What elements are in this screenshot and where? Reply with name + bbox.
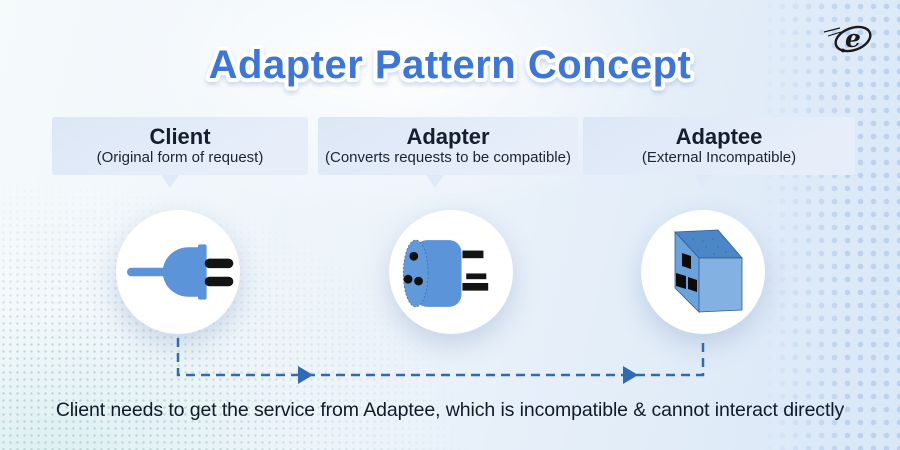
- adapter-circle: [389, 210, 513, 334]
- adaptee-label-bubble: Adaptee (External Incompatible): [583, 117, 855, 188]
- page-title-graphic: Adapter Pattern Concept: [205, 39, 695, 91]
- caption-text: Client needs to get the service from Ada…: [55, 399, 845, 421]
- adapter-label-bubble: Adapter (Converts requests to be compati…: [318, 117, 578, 188]
- plug-adapter-icon: [402, 239, 489, 307]
- pointer-tail: [161, 175, 179, 188]
- adaptee-sublabel: (External Incompatible): [641, 148, 797, 166]
- brand-e-logo-icon: e: [823, 24, 872, 53]
- adaptee-circle: [641, 210, 765, 334]
- pointer-tail: [694, 175, 712, 188]
- adapter-sublabel: (Converts requests to be compatible): [325, 148, 571, 166]
- flow-arrowhead-icon: [623, 366, 638, 384]
- pointer-tail: [426, 175, 444, 188]
- adapter-label: Adapter: [406, 123, 490, 149]
- socket-box-icon: [674, 229, 743, 313]
- power-plug-icon: [126, 244, 234, 300]
- page-title: Adapter Pattern Concept: [209, 43, 692, 87]
- client-circle: [116, 210, 240, 334]
- client-label: Client: [149, 123, 211, 149]
- logo-letter: e: [845, 24, 861, 53]
- dashed-flow-line: [176, 338, 705, 377]
- flow-arrowhead-icon: [298, 366, 313, 384]
- adaptee-label: Adaptee: [675, 123, 763, 149]
- client-sublabel: (Original form of request): [96, 148, 264, 166]
- client-label-bubble: Client (Original form of request): [52, 117, 308, 188]
